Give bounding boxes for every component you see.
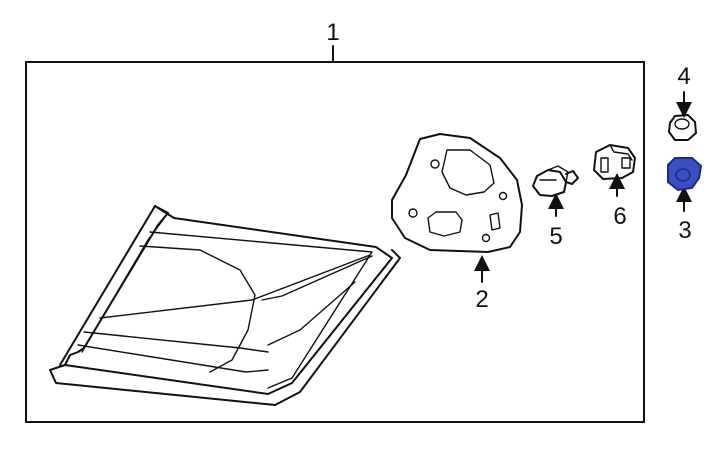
assembly-frame bbox=[25, 45, 645, 423]
socket[interactable] bbox=[593, 144, 636, 180]
callout-6[interactable]: 6 bbox=[613, 203, 626, 230]
callout-1[interactable]: 1 bbox=[326, 19, 339, 46]
tail-lamp-lens[interactable] bbox=[49, 205, 401, 406]
bulb[interactable] bbox=[532, 165, 579, 197]
gasket[interactable] bbox=[391, 133, 523, 253]
callout-3[interactable]: 3 bbox=[678, 217, 691, 244]
nut[interactable] bbox=[668, 114, 697, 141]
callout-2[interactable]: 2 bbox=[475, 286, 488, 313]
grommet[interactable] bbox=[667, 157, 703, 192]
callout-4[interactable]: 4 bbox=[677, 63, 690, 90]
callout-5[interactable]: 5 bbox=[549, 223, 562, 250]
